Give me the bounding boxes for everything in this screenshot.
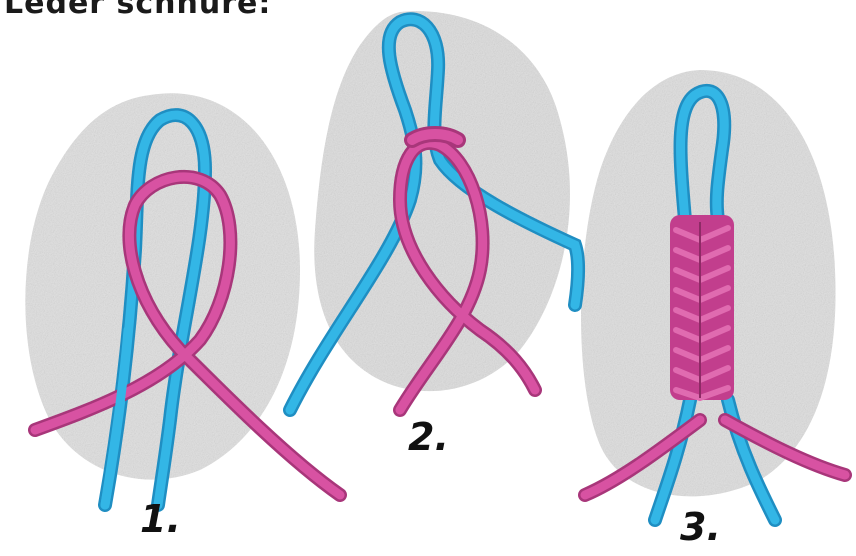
step-3-braid [670, 215, 734, 400]
step-1-label: 1. [140, 500, 181, 538]
step-2-label: 2. [408, 418, 449, 456]
step-3-label: 3. [680, 508, 721, 546]
